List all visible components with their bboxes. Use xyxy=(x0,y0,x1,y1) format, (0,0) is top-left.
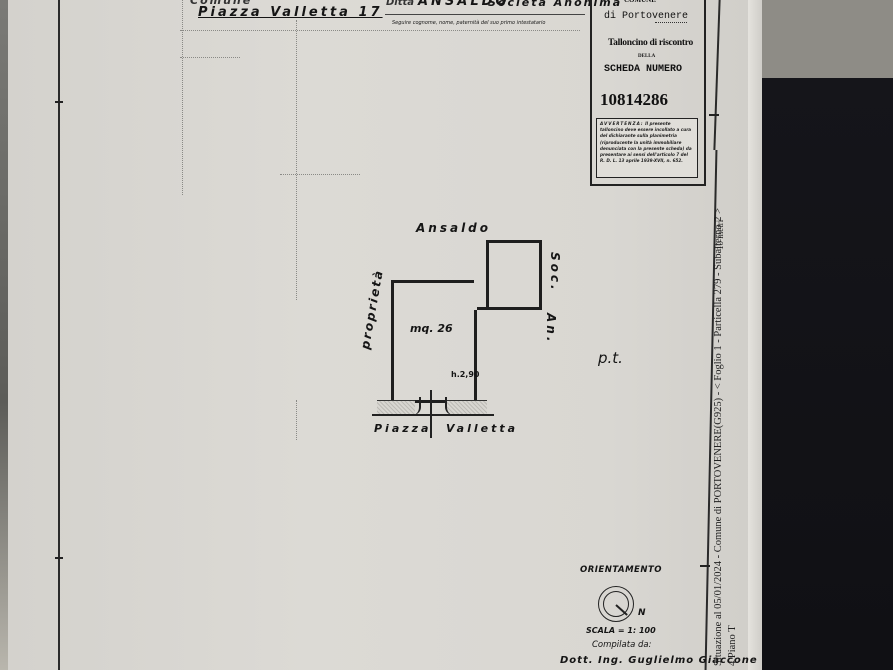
east-neighbor-label-1: Soc. xyxy=(548,252,562,293)
axis-line xyxy=(430,390,432,438)
sheet-edge xyxy=(748,0,762,670)
main-room-outline xyxy=(391,280,477,403)
stub-comune-name: di Portovenere xyxy=(604,11,689,22)
grid-line xyxy=(182,0,183,195)
pillar-curve-right xyxy=(445,397,461,415)
border-tick xyxy=(55,101,63,103)
border-tick xyxy=(700,565,710,567)
north-neighbor-label: Ansaldo xyxy=(416,221,492,235)
compass-inner-ring xyxy=(603,591,629,617)
height-label: h.2,90 xyxy=(451,370,480,379)
background-dark-surface xyxy=(740,78,893,670)
stub-scheda-label: SCHEDA NUMERO xyxy=(604,64,683,75)
stub-della: DELLA xyxy=(638,54,656,59)
east-neighbor-label-2: An. xyxy=(544,313,558,345)
north-letter: N xyxy=(638,608,646,618)
comune-label: Comune xyxy=(190,0,253,7)
ditta-label: Ditta xyxy=(386,0,415,8)
background-left-edge xyxy=(0,0,10,670)
opening xyxy=(474,280,477,310)
connector-wall xyxy=(474,307,488,310)
warning-text: Il presente talloncino deve essere incol… xyxy=(600,121,692,164)
stub-dotted-line xyxy=(655,22,687,23)
left-border-line xyxy=(58,0,60,670)
area-label: mq. 26 xyxy=(410,322,453,335)
cadastral-sheet xyxy=(8,0,760,670)
ditta-underline xyxy=(385,14,585,15)
warning-box: AVVERTENZA: Il presente talloncino deve … xyxy=(596,118,698,178)
compiled-by-label: Compilata da: xyxy=(592,640,652,650)
connector-wall xyxy=(486,280,489,310)
floor-label: p.t. xyxy=(598,349,623,367)
scheda-number: 10814286 xyxy=(600,90,668,109)
grid-line xyxy=(296,20,297,300)
grid-line xyxy=(180,30,580,31)
street-label-left: Piazza xyxy=(374,422,432,435)
ditta-suffix: Società Anonima xyxy=(488,0,623,9)
compiled-by-name: Dott. Ing. Guglielmo Giaccone xyxy=(560,655,758,666)
address-text: Piazza Valletta 17 xyxy=(198,5,383,20)
border-tick xyxy=(709,114,719,116)
border-tick xyxy=(55,557,63,559)
street-line xyxy=(372,414,494,416)
side-stamp-line1: Situazione al 05/01/2024 - Comune di POR… xyxy=(713,207,724,666)
upper-room-outline xyxy=(486,240,542,310)
street-label-right: Valletta xyxy=(446,422,519,435)
talloncino-box xyxy=(590,0,706,186)
stub-comune-title: COMUNE xyxy=(624,0,656,4)
background-wall xyxy=(740,0,893,78)
scale-text: SCALA = 1: 100 xyxy=(586,626,656,635)
grid-line xyxy=(180,57,240,58)
orientation-title: ORIENTAMENTO xyxy=(580,565,662,575)
pillar-curve-left xyxy=(405,397,421,415)
side-stamp-page-ref: 10 metri xyxy=(715,219,725,250)
ditta-note: Seguire cognome, nome, paternità del suo… xyxy=(392,20,546,26)
stub-title: Talloncino di riscontro xyxy=(608,38,693,48)
compass-outer-ring xyxy=(598,586,634,622)
ditta-value: ANSALDO xyxy=(418,0,510,9)
warning-title: AVVERTENZA: xyxy=(600,121,644,126)
grid-line xyxy=(296,400,297,440)
grid-line xyxy=(280,174,360,175)
side-stamp-line2: 4 Piano T xyxy=(727,625,738,666)
